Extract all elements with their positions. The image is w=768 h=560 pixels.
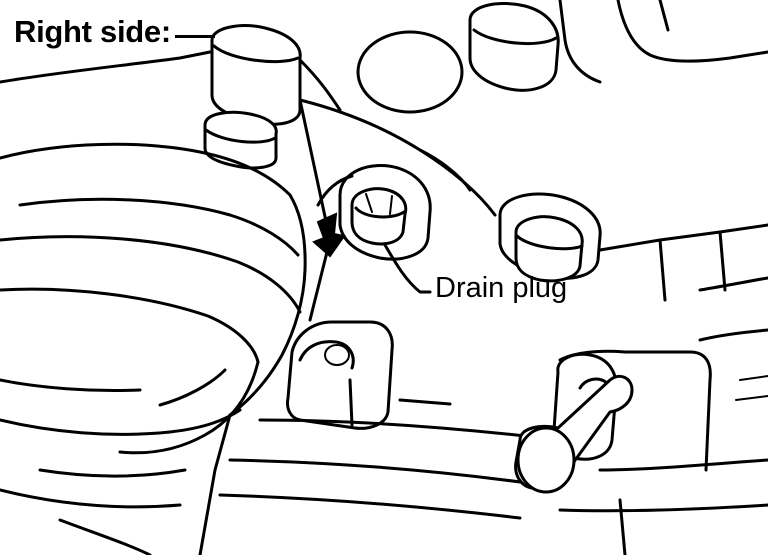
- bracket-pin: [514, 349, 712, 494]
- drain-plug-label: Drain plug: [435, 272, 568, 304]
- upper-boss: [203, 24, 302, 170]
- drain-plug: [338, 164, 432, 261]
- lower-block: [286, 98, 394, 430]
- title-text: Right side:: [14, 14, 171, 49]
- lower-frame: [218, 398, 768, 557]
- right-boss: [498, 192, 602, 283]
- title-label: Right side:: [14, 14, 215, 50]
- callout-leader: [383, 243, 432, 294]
- top-cylinders: [356, 0, 602, 114]
- right-upper-bracket: [298, 0, 768, 401]
- title-underline: [174, 35, 215, 38]
- left-housing: [0, 142, 307, 557]
